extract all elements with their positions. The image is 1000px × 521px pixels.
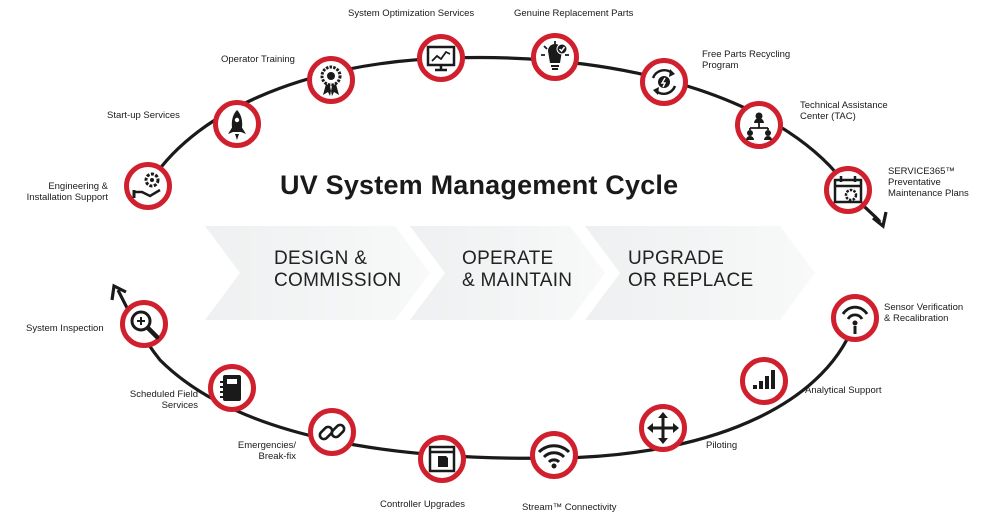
cycle-node-4 bbox=[417, 34, 465, 82]
phase-label-design: DESIGN & COMMISSION bbox=[274, 248, 402, 291]
monitor-chart-icon bbox=[426, 45, 456, 72]
wifi-icon bbox=[537, 444, 571, 469]
node-label-recycling: Free Parts Recycling Program bbox=[702, 49, 791, 71]
controller-window-icon bbox=[428, 445, 456, 473]
node-circle bbox=[530, 431, 578, 479]
node-label-analytical: Analytical Support bbox=[805, 385, 882, 396]
cycle-node-8 bbox=[824, 166, 872, 214]
move-arrows-icon bbox=[647, 412, 679, 444]
phase-chevron-design bbox=[205, 226, 430, 320]
cycle-node-10 bbox=[740, 357, 788, 405]
lamp-check-icon bbox=[541, 41, 569, 70]
cycle-node-1 bbox=[124, 162, 172, 210]
phase-label-upgrade: UPGRADE OR REPLACE bbox=[628, 248, 754, 291]
hand-gear-icon bbox=[132, 172, 161, 198]
node-label-operator-training: Operator Training bbox=[221, 54, 295, 65]
cycle-node-14 bbox=[308, 408, 356, 456]
cycle-node-13 bbox=[418, 435, 466, 483]
phase-label-operate: OPERATE & MAINTAIN bbox=[462, 248, 573, 291]
rocket-icon bbox=[228, 110, 246, 140]
node-label-emergencies: Emergencies/ Break-fix bbox=[237, 440, 296, 462]
cycle-node-9 bbox=[831, 294, 879, 342]
cycle-node-7 bbox=[735, 101, 783, 149]
node-label-replacement-parts: Genuine Replacement Parts bbox=[514, 8, 634, 19]
node-label-optimization: System Optimization Services bbox=[348, 8, 475, 19]
node-circle bbox=[831, 294, 879, 342]
node-label-tac: Technical Assistance Center (TAC) bbox=[800, 100, 888, 122]
node-label-scheduled: Scheduled Field Services bbox=[129, 389, 198, 411]
node-label-service365: SERVICE365™ Preventative Maintenance Pla… bbox=[888, 166, 969, 199]
cycle-node-6 bbox=[640, 58, 688, 106]
calendar-gear-icon bbox=[833, 176, 863, 204]
node-label-sensor: Sensor Verification & Recalibration bbox=[884, 302, 964, 324]
phase-chevron-upgrade bbox=[585, 226, 815, 320]
cycle-node-5 bbox=[531, 33, 579, 81]
cycle-node-12 bbox=[530, 431, 578, 479]
recycle-bolt-icon bbox=[651, 68, 677, 96]
org-chart-icon bbox=[746, 112, 772, 140]
link-icon bbox=[318, 423, 346, 441]
node-circle bbox=[124, 162, 172, 210]
cycle-node-16 bbox=[120, 300, 168, 348]
magnifier-icon bbox=[130, 310, 160, 340]
cycle-node-3 bbox=[307, 56, 355, 104]
upper-arc-arrowhead bbox=[872, 211, 888, 229]
cycle-node-15 bbox=[208, 364, 256, 412]
node-label-stream: Stream™ Connectivity bbox=[522, 502, 617, 513]
node-label-controller: Controller Upgrades bbox=[380, 499, 466, 510]
lower-arc-arrowhead bbox=[110, 283, 127, 301]
node-circle bbox=[120, 300, 168, 348]
node-label-engineering: Engineering & Installation Support bbox=[26, 181, 108, 203]
cycle-node-11 bbox=[639, 404, 687, 452]
node-label-piloting: Piloting bbox=[706, 440, 738, 451]
phase-chevrons bbox=[205, 226, 815, 320]
diagram-title: UV System Management Cycle bbox=[280, 170, 679, 200]
sensor-signal-icon bbox=[841, 305, 869, 334]
node-circle bbox=[740, 357, 788, 405]
node-label-startup: Start-up Services bbox=[107, 110, 180, 121]
ribbon-award-icon bbox=[320, 65, 342, 96]
phase-chevron-operate bbox=[410, 226, 605, 320]
bar-chart-icon bbox=[753, 370, 775, 389]
cycle-node-2 bbox=[213, 100, 261, 148]
node-label-inspection: System Inspection bbox=[26, 323, 104, 334]
notebook-icon bbox=[220, 375, 241, 401]
